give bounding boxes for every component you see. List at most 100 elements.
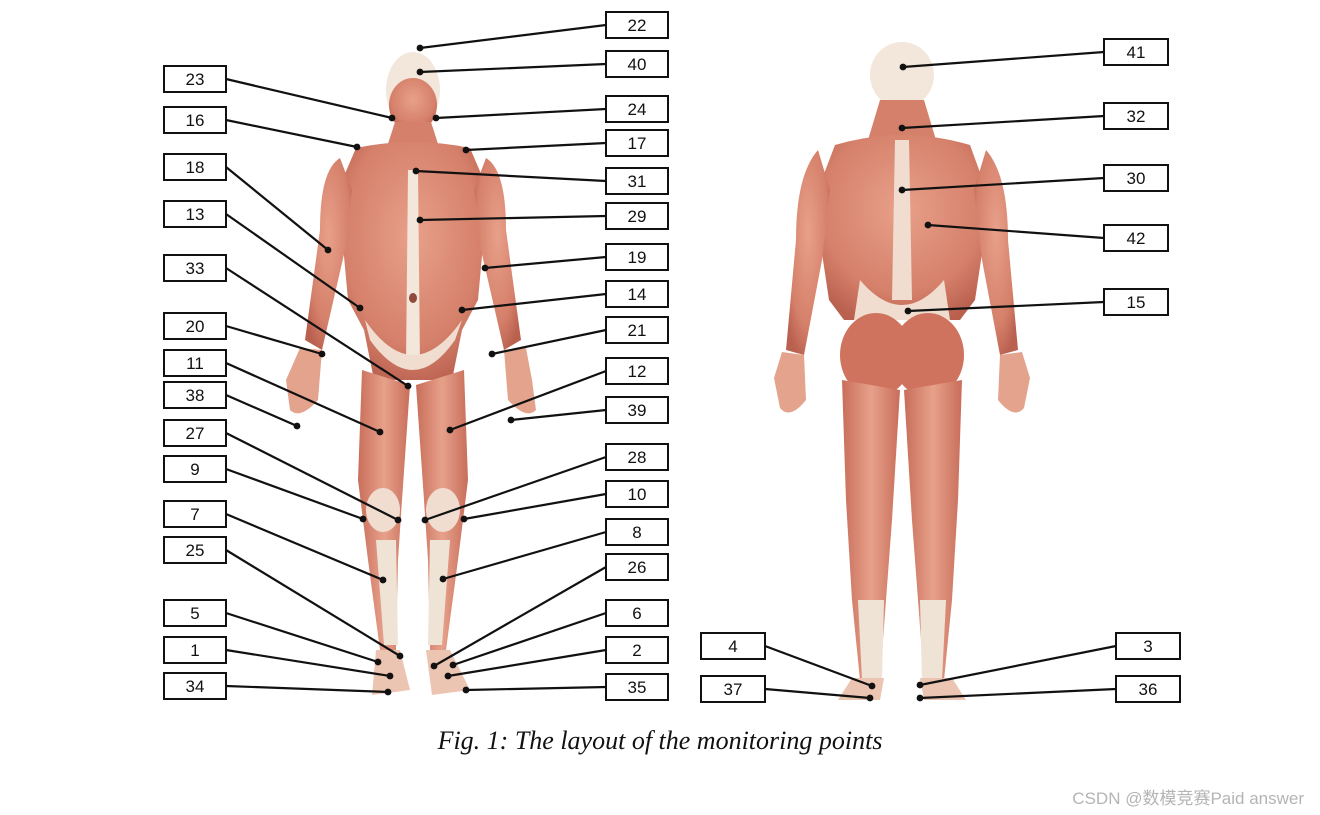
point-marker	[916, 694, 924, 702]
leader-line	[225, 118, 358, 149]
point-marker	[394, 516, 402, 524]
monitoring-point-26: 26	[430, 553, 669, 670]
monitoring-point-27: 27	[163, 419, 402, 524]
label-number: 36	[1139, 680, 1158, 699]
leader-line	[225, 267, 409, 387]
label-box	[163, 381, 227, 409]
monitoring-point-42: 42	[924, 221, 1169, 252]
label-number: 15	[1127, 293, 1146, 312]
monitoring-point-39: 39	[507, 396, 669, 424]
label-box	[605, 636, 669, 664]
point-marker	[412, 167, 420, 175]
label-number: 14	[628, 285, 647, 304]
label-box	[163, 254, 227, 282]
monitoring-point-4: 4	[700, 632, 876, 690]
point-marker	[904, 307, 912, 315]
point-marker	[293, 422, 301, 430]
label-box	[163, 419, 227, 447]
label-box	[605, 396, 669, 424]
label-number: 27	[186, 424, 205, 443]
label-box	[163, 312, 227, 340]
leader-line	[225, 393, 298, 428]
monitoring-point-5: 5	[163, 599, 382, 666]
label-number: 30	[1127, 169, 1146, 188]
monitoring-point-32: 32	[898, 102, 1169, 132]
leader-line	[452, 611, 607, 667]
monitoring-point-29: 29	[416, 202, 669, 230]
label-box	[1115, 632, 1181, 660]
point-marker	[379, 576, 387, 584]
point-marker	[899, 63, 907, 71]
point-marker	[384, 688, 392, 696]
point-marker	[446, 426, 454, 434]
monitoring-point-3: 3	[916, 632, 1181, 689]
leader-line	[225, 213, 361, 309]
monitoring-point-23: 23	[163, 65, 396, 122]
leader-line	[461, 292, 607, 312]
label-number: 33	[186, 259, 205, 278]
leader-line	[447, 648, 607, 678]
label-number: 24	[628, 100, 647, 119]
monitoring-point-10: 10	[460, 480, 669, 523]
label-number: 3	[1143, 637, 1152, 656]
label-box	[163, 455, 227, 483]
monitoring-point-28: 28	[421, 443, 669, 524]
label-number: 5	[190, 604, 199, 623]
label-number: 22	[628, 16, 647, 35]
label-number: 11	[186, 354, 204, 373]
label-box	[605, 243, 669, 271]
monitoring-point-1: 1	[163, 636, 394, 680]
label-box	[163, 106, 227, 134]
label-number: 13	[186, 205, 205, 224]
leader-line	[907, 300, 1105, 313]
monitoring-point-2: 2	[444, 636, 669, 680]
label-number: 34	[186, 677, 205, 696]
label-box	[163, 500, 227, 528]
label-box	[1103, 164, 1169, 192]
label-box	[1103, 288, 1169, 316]
point-marker	[924, 221, 932, 229]
leader-line	[484, 255, 607, 270]
monitoring-point-34: 34	[163, 672, 392, 700]
point-marker	[386, 672, 394, 680]
monitoring-point-36: 36	[916, 675, 1181, 703]
point-marker	[462, 686, 470, 694]
label-number: 40	[628, 55, 647, 74]
leader-line	[435, 107, 607, 120]
label-number: 35	[628, 678, 647, 697]
monitoring-point-9: 9	[163, 455, 367, 523]
point-marker	[396, 652, 404, 660]
leader-line	[919, 644, 1117, 687]
label-box	[163, 599, 227, 627]
point-marker	[416, 216, 424, 224]
point-marker	[404, 382, 412, 390]
label-box	[605, 95, 669, 123]
monitoring-point-6: 6	[449, 599, 669, 669]
monitoring-point-14: 14	[458, 280, 669, 314]
point-marker	[432, 114, 440, 122]
leader-line	[419, 62, 607, 74]
point-marker	[374, 658, 382, 666]
point-marker	[868, 682, 876, 690]
point-marker	[462, 146, 470, 154]
label-number: 39	[628, 401, 647, 420]
label-number: 10	[628, 485, 647, 504]
label-box	[163, 636, 227, 664]
label-box	[605, 553, 669, 581]
label-box	[605, 11, 669, 39]
label-box	[605, 518, 669, 546]
point-marker	[916, 681, 924, 689]
label-number: 12	[628, 362, 647, 381]
leader-line	[919, 687, 1117, 700]
label-number: 42	[1127, 229, 1146, 248]
front-body-figure	[286, 52, 536, 695]
label-number: 8	[632, 523, 641, 542]
leader-line	[225, 166, 329, 251]
point-marker	[416, 68, 424, 76]
label-number: 25	[186, 541, 205, 560]
label-box	[163, 349, 227, 377]
monitoring-point-20: 20	[163, 312, 326, 358]
label-number: 32	[1127, 107, 1146, 126]
watermark: CSDN @数模竞赛Paid answer	[1072, 789, 1304, 808]
label-box	[1103, 102, 1169, 130]
